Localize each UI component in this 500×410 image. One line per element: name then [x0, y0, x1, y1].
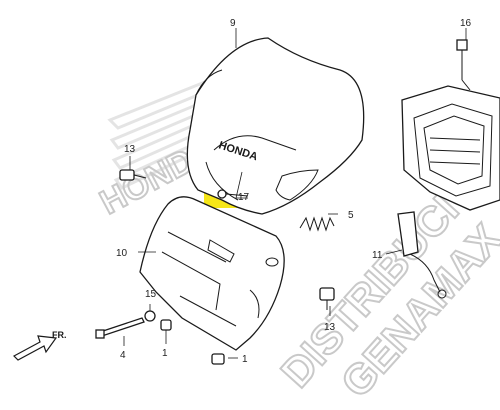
- bracket-11: [397, 211, 447, 299]
- callout-1-left: 1: [162, 348, 168, 359]
- callout-4: 4: [120, 350, 126, 361]
- callout-9: 9: [230, 18, 236, 29]
- callout-17: 17: [238, 192, 250, 203]
- callout-11: 11: [372, 250, 383, 261]
- callout-15: 15: [145, 289, 157, 300]
- visor-part: HONDA: [186, 37, 365, 215]
- direction-label: FR.: [52, 330, 67, 340]
- lower-cowl-part: [139, 196, 285, 351]
- leader-lines: [123, 28, 467, 359]
- callout-labels: 9 16 13 17 5 10 11 15 13 1 4 1: [116, 18, 472, 365]
- headlight-part: [401, 85, 500, 211]
- callout-5: 5: [348, 210, 354, 221]
- bolt-13-left: [119, 169, 147, 181]
- bolt-16: [456, 39, 471, 91]
- bolt-13-right: [319, 287, 335, 310]
- grommet-1-left: [160, 319, 172, 331]
- spring-5: [299, 216, 335, 232]
- callout-10: 10: [116, 248, 128, 259]
- grommet-1-bottom: [211, 353, 225, 365]
- callout-1-bottom: 1: [242, 354, 248, 365]
- callout-13-left: 13: [124, 144, 136, 155]
- callout-13-right: 13: [324, 322, 336, 333]
- direction-arrow-icon: FR.: [13, 330, 67, 361]
- bolt-4: [95, 317, 145, 339]
- washer-15: [144, 310, 156, 322]
- callout-16: 16: [460, 18, 472, 29]
